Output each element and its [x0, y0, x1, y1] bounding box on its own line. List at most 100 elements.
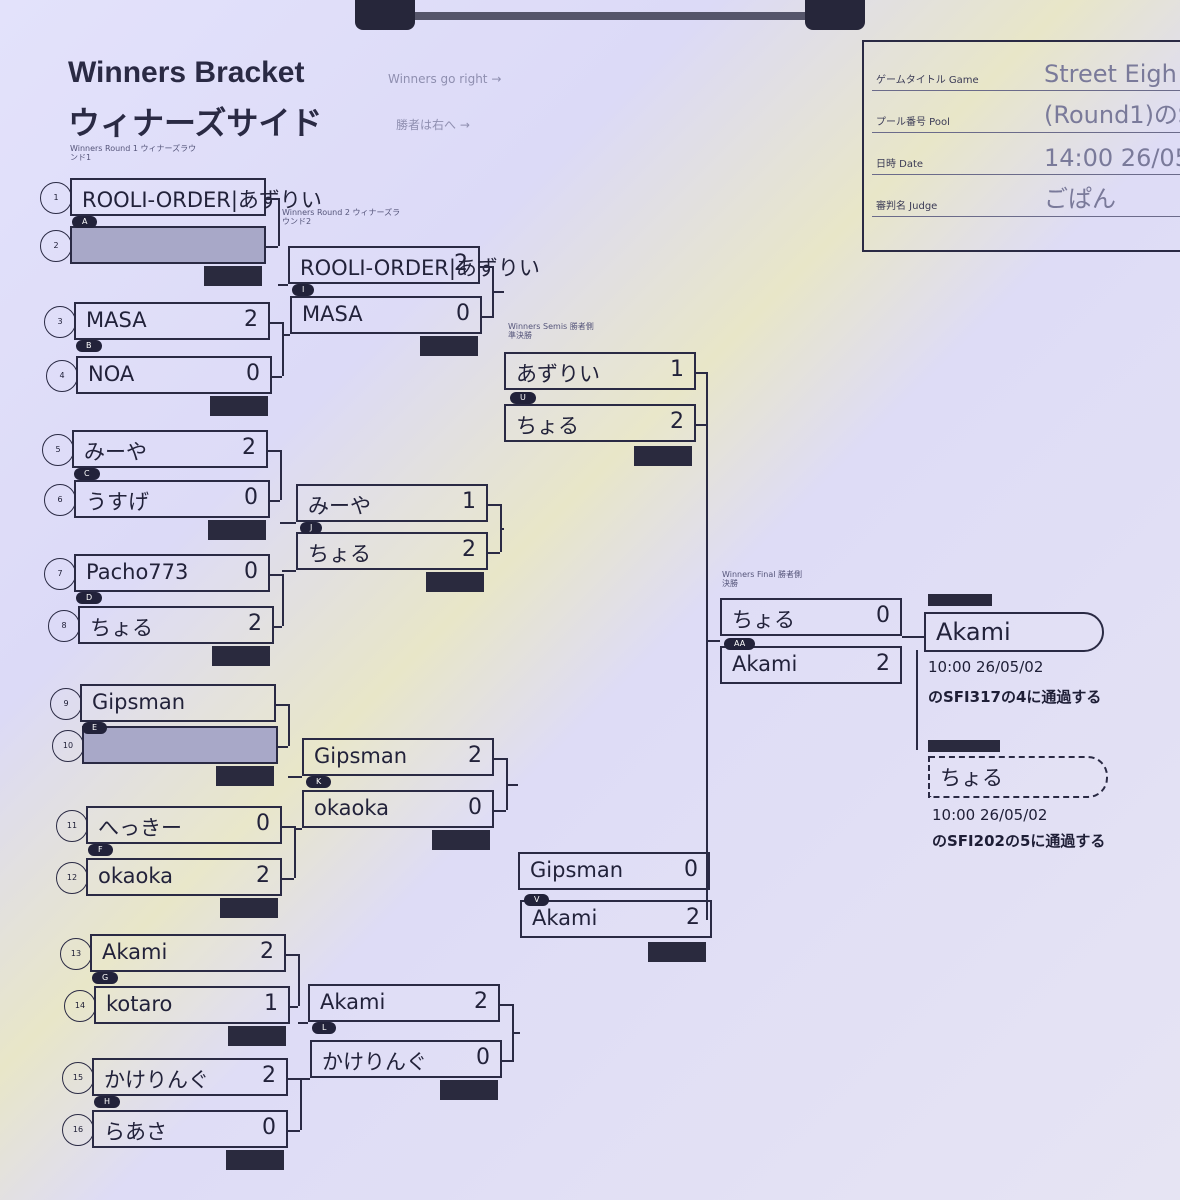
r1-conn-top-2 [268, 450, 280, 452]
r1-slot-6: うすげ 0 [74, 480, 270, 518]
seed-circle-6: 6 [44, 484, 76, 516]
r1-slot-3-score: 2 [244, 307, 258, 332]
r1-conn-vert-7 [300, 1078, 302, 1130]
r1-slot-16-name: らあさ [104, 1120, 167, 1144]
r2-match-tag-I: I [292, 284, 315, 296]
r1-slot-14-score: 1 [264, 991, 278, 1016]
semis-match-tag-V: V [524, 894, 550, 906]
r1-conn-out-1 [282, 334, 290, 336]
r1-slot-8-name: ちょる [90, 616, 153, 640]
r1-slot-13-score: 2 [260, 939, 274, 964]
seed-circle-4: 4 [46, 360, 78, 392]
r2-slot-4-score: 2 [462, 537, 476, 562]
winner-date: 10:00 26/05/02 [928, 658, 1044, 676]
hint-jp: 勝者は右へ → [396, 118, 470, 132]
r2-slot-5: Gipsman 2 [302, 738, 494, 776]
seed-circle-8: 8 [48, 610, 80, 642]
r1-conn-out-0 [278, 284, 288, 286]
seed-circle-2: 2 [40, 230, 72, 262]
r1-slot-4-name: NOA [88, 362, 135, 386]
r1-slot-8-score: 2 [248, 611, 262, 636]
r2-conn-top-3 [500, 1004, 512, 1006]
r1-slot-15-name: かけりんぐ [104, 1068, 209, 1092]
r2-conn-top-2 [494, 758, 506, 760]
r1-slot-6-score: 0 [244, 485, 258, 510]
r1-conn-bot-5 [282, 878, 294, 880]
r1-slot-15-score: 2 [262, 1063, 276, 1088]
r2-match-tag-L: L [312, 1022, 337, 1034]
r1-stamp-5 [220, 898, 278, 918]
r1-conn-bot-1 [272, 376, 282, 378]
r1-slot-5-name: みーや [84, 440, 147, 464]
semis-slot-2-name: ちょる [516, 414, 579, 438]
clipboard-clip [355, 0, 875, 34]
winner-name: Akami [936, 618, 1011, 646]
r1-conn-vert-6 [298, 954, 300, 1006]
r2-stamp-1 [426, 572, 484, 592]
r2-slot-7-score: 2 [474, 989, 488, 1014]
seed-circle-12: 12 [56, 862, 88, 894]
info-judge: 審判名 Judge ごぱん [872, 176, 1180, 217]
seed-circle-14: 14 [64, 990, 96, 1022]
r2-match-tag-K: K [306, 776, 332, 788]
loser-stamp [928, 740, 1000, 752]
semis-slot-4-name: Akami [532, 906, 598, 930]
info-box: ゲームタイトル Game Street Eigh プール番号 Pool (Rou… [862, 40, 1180, 252]
r1-slot-5-score: 2 [242, 435, 256, 460]
info-pool-value: (Round1)のSF [1044, 101, 1180, 129]
r1-conn-out-6 [298, 1022, 308, 1024]
r1-conn-bot-4 [278, 746, 288, 748]
final-conn-in [708, 640, 720, 642]
r2-slot-2-name: MASA [302, 302, 363, 326]
r1-conn-top-0 [266, 198, 278, 200]
seed-circle-7: 7 [44, 558, 76, 590]
seed-circle-5: 5 [42, 434, 74, 466]
final-slot-1-name: ちょる [732, 608, 795, 632]
info-judge-value: ごぱん [1044, 185, 1116, 213]
seed-circle-3: 3 [44, 306, 76, 338]
seed-circle-10: 10 [52, 730, 84, 762]
r2-slot-8-name: かけりんぐ [322, 1050, 427, 1074]
semis-conn-spine [706, 396, 708, 886]
r1-slot-12-name: okaoka [98, 864, 174, 888]
r1-slot-2 [70, 226, 266, 264]
r1-conn-bot-2 [270, 500, 280, 502]
semis-conn-vert-1 [706, 872, 708, 920]
r2-slot-5-score: 2 [468, 743, 482, 768]
r2-slot-1-name: ROOLI-ORDER|あずりい [300, 256, 540, 280]
r1-match-tag-F: F [88, 844, 113, 856]
r2-stamp-2 [432, 830, 490, 850]
r1-conn-bot-0 [266, 246, 278, 248]
r1-match-tag-H: H [94, 1096, 121, 1108]
r1-slot-1-name: ROOLI-ORDER|あずりい [82, 188, 322, 212]
info-date: 日時 Date 14:00 26/05/ [872, 134, 1180, 175]
r2-conn-out-3 [512, 1032, 520, 1034]
r1-slot-13-name: Akami [102, 940, 168, 964]
r1-slot-9: Gipsman [80, 684, 276, 722]
r1-slot-13: Akami 2 [90, 934, 286, 972]
r2-conn-top-1 [488, 504, 500, 506]
r1-slot-11-name: へっきー [98, 816, 182, 840]
r2-stamp-0 [420, 336, 478, 356]
r1-slot-6-name: うすげ [86, 490, 149, 514]
r1-slot-14-name: kotaro [106, 992, 173, 1016]
r1-match-tag-C: C [74, 468, 100, 480]
final-match-tag-AA: AA [724, 638, 756, 650]
r1-conn-vert-0 [278, 198, 280, 246]
semis-label: Winners Semis 勝者側準決勝 [508, 322, 594, 340]
r1-conn-vert-5 [294, 826, 296, 878]
r2-conn-bot-2 [494, 810, 506, 812]
r2-conn-out-2 [506, 784, 518, 786]
round2-label: Winners Round 2 ウィナーズラウンド2 [282, 208, 401, 226]
r1-conn-top-3 [270, 574, 282, 576]
r2-slot-5-name: Gipsman [314, 744, 408, 768]
